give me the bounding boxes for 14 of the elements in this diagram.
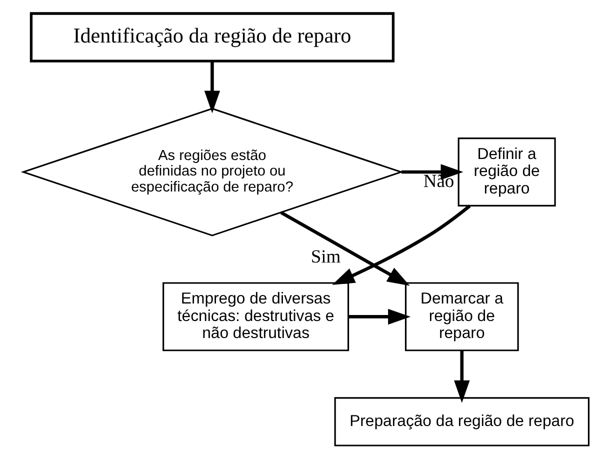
node-box: Emprego de diversas técnicas: destrutivas e não destrutivas: [162, 282, 349, 352]
arrow: [204, 62, 220, 114]
node-box: Preparação da região de reparo: [334, 397, 589, 446]
node-diamond: As regiões estão definidas no projeto ou especificação de reparo?: [20, 108, 404, 236]
arrow: [454, 350, 470, 403]
node-box: Demarcar a região de reparo: [404, 282, 518, 352]
node-box: Identificação da região de reparo: [29, 12, 394, 62]
arrow: [332, 204, 470, 285]
arrow: [348, 308, 410, 325]
edge-label: Não: [422, 170, 454, 191]
node-box: Definir a região de reparo: [457, 138, 556, 207]
arrow: [280, 211, 410, 286]
arrow: [401, 164, 463, 180]
edge-label: Sim: [310, 246, 340, 267]
